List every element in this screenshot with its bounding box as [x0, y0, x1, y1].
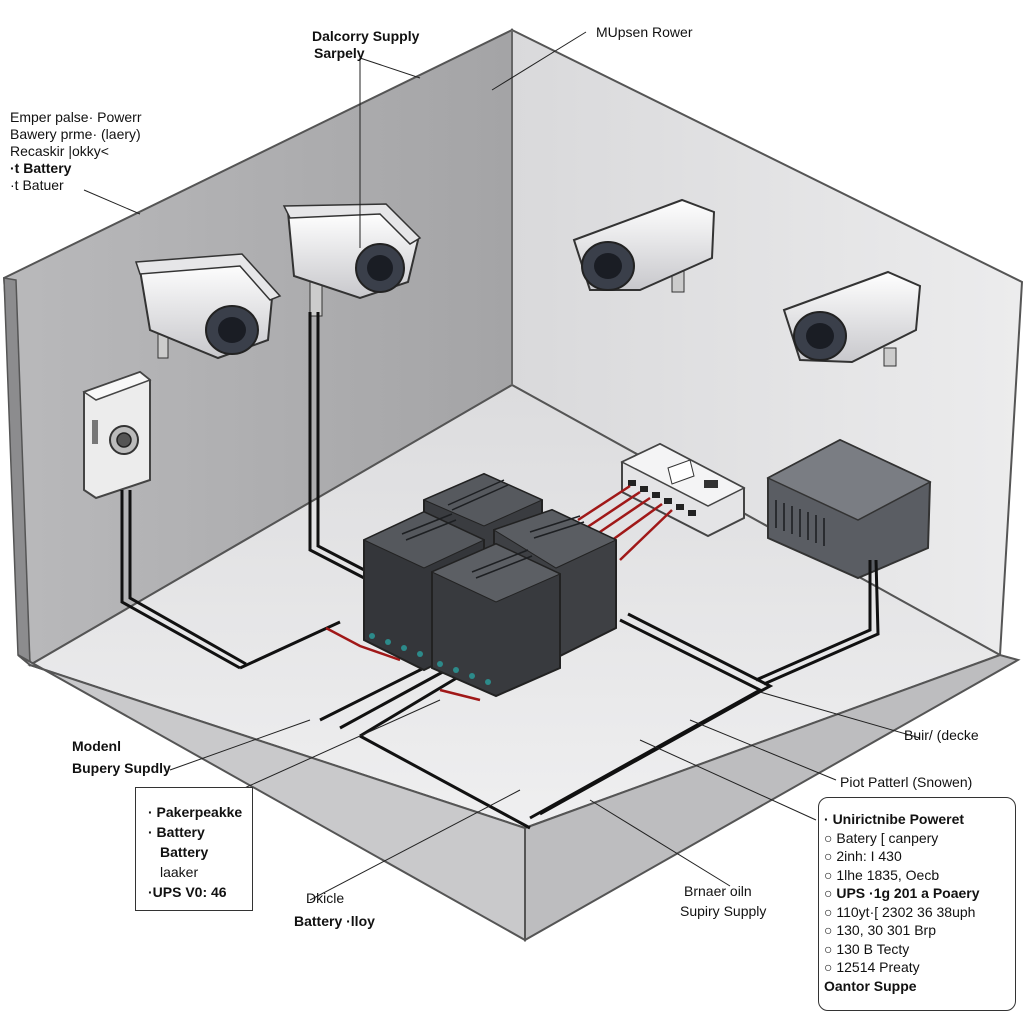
network-switch: [620, 442, 746, 538]
floor-slab-front-right: [524, 653, 1021, 942]
label-left-5: ·t Batuer: [10, 177, 64, 193]
right-box-item-8: ○ 12514 Preaty: [824, 959, 920, 975]
right-box-item-3: ○ 1lhe 1835, Oecb: [824, 866, 940, 883]
camera-2: [282, 203, 422, 317]
right-box-item-6: ○ 130, 30 301 Brp: [824, 922, 936, 938]
right-box-item-5: ○ 110yt·[ 2302 36 38uph: [824, 903, 976, 920]
label-right-2: Piot Patterl (Snowen): [840, 774, 972, 790]
diagram-labels: Dalcorry Supply Sarpely MUpsen Rower Emp…: [10, 24, 979, 929]
label-bottom-left-2: Battery ·lloy: [294, 913, 375, 929]
wall-control-box: [82, 370, 152, 500]
right-box-title: · Unirictnibe Poweret: [824, 811, 965, 827]
label-top-supply-1: Dalcorry Supply: [312, 28, 420, 44]
label-bottom-center-2: Supiry Supply: [680, 903, 766, 919]
label-left-4: ·t Battery: [10, 160, 72, 176]
left-box-line-4: laaker: [160, 864, 199, 880]
left-box-line-3: Battery: [160, 844, 209, 860]
leader-lines: [83, 31, 921, 901]
label-bottom-left-1: Dkicle: [306, 890, 344, 906]
camera-4: [782, 270, 922, 367]
right-box-footer: Oantor Suppe: [824, 977, 917, 994]
cables: [120, 312, 880, 830]
left-box-line-2: · Battery: [148, 824, 205, 840]
right-box-item-4: ○ UPS ·1g 201 a Poaery: [824, 885, 980, 901]
right-box-item-2: ○ 2inh: I 430: [824, 848, 902, 864]
right-box-item-1: ○ Batery [ canpery: [824, 829, 939, 846]
label-top-supply-2: Sarpely: [314, 45, 365, 61]
power-supply-unit: [766, 438, 932, 580]
label-left-2: Bawery prme· (laery): [10, 126, 141, 142]
camera-1: [134, 253, 282, 360]
label-modem-2: Bupery Supdly: [72, 760, 171, 776]
label-top-right: MUpsen Rower: [596, 24, 693, 40]
left-box-line-1: · Pakerpeakke: [148, 804, 243, 820]
left-box-line-5: ·UPS V0: 46: [148, 884, 227, 900]
right-legend-box: · Unirictnibe Poweret ○ Batery [ canpery…: [818, 797, 1016, 1011]
label-left-1: Emper palse· Powerr: [10, 109, 142, 125]
label-bottom-center-1: Brnaer oiln: [684, 883, 752, 899]
label-modem-1: Modenl: [72, 738, 121, 754]
left-legend-box: · Pakerpeakke · Battery Battery laaker ·…: [135, 787, 253, 911]
label-left-3: Recaskir |okky<: [10, 143, 109, 159]
camera-3: [572, 198, 716, 293]
label-right-1: Buir/ (decke: [904, 727, 979, 743]
right-box-item-7: ○ 130 B Tecty: [824, 940, 910, 957]
battery-cluster: [362, 472, 618, 698]
